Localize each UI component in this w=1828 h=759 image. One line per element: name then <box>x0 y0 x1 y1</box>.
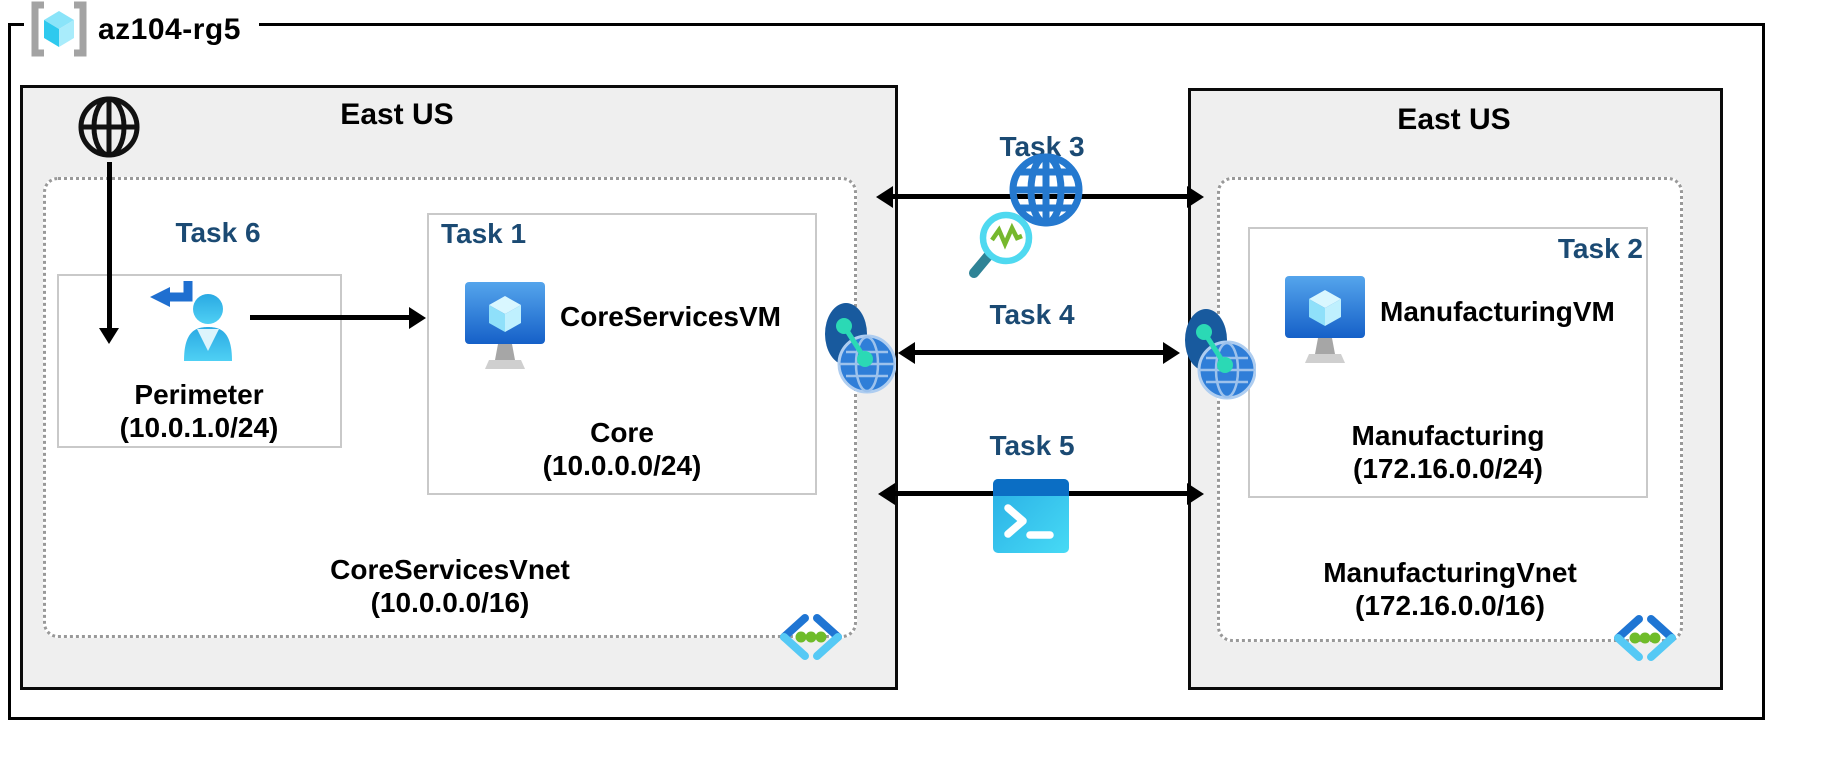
resource-group-name: az104-rg5 <box>98 13 241 46</box>
virtual-machine-icon <box>1285 276 1365 372</box>
virtual-network-icon <box>1612 612 1678 664</box>
region-name-right: East US <box>1397 103 1511 136</box>
task1-label: Task 1 <box>441 218 527 249</box>
task4-label: Task 4 <box>989 299 1075 330</box>
manufacturing-vm-name: ManufacturingVM <box>1380 296 1615 327</box>
network-watcher-icon <box>962 152 1084 280</box>
coreservices-vnet-name: CoreServicesVnet <box>330 554 570 585</box>
perimeter-subnet-name: Perimeter <box>134 379 264 410</box>
cloud-shell-icon <box>992 478 1070 554</box>
manufacturing-vnet-cidr: (172.16.0.0/16) <box>1355 590 1545 621</box>
internet-globe-icon <box>76 94 142 160</box>
arrow-task4 <box>898 341 1180 364</box>
vnet-peering-icon-left <box>824 302 897 397</box>
virtual-network-icon <box>778 611 844 663</box>
manufacturing-vnet-name: ManufacturingVnet <box>1323 557 1577 588</box>
core-subnet-name: Core <box>590 417 654 448</box>
task6-label: Task 6 <box>175 217 261 248</box>
core-subnet-cidr: (10.0.0.0/24) <box>542 450 702 481</box>
region-name-left: East US <box>340 98 454 131</box>
vnet-peering-icon-right <box>1184 308 1257 403</box>
virtual-machine-icon <box>465 282 545 378</box>
manufacturing-subnet-name: Manufacturing <box>1351 420 1545 451</box>
arrow-internet-to-perimeter <box>99 162 119 344</box>
task5-label: Task 5 <box>989 430 1075 461</box>
coreservices-vnet-cidr: (10.0.0.0/16) <box>370 587 530 618</box>
perimeter-subnet-cidr: (10.0.1.0/24) <box>119 412 279 443</box>
manufacturing-subnet-cidr: (172.16.0.0/24) <box>1353 453 1543 484</box>
sign-in-user-icon <box>148 277 240 365</box>
arrow-task3 <box>876 185 1204 208</box>
task2-label: Task 2 <box>1557 233 1643 264</box>
core-subnet-box <box>427 213 817 495</box>
core-vm-name: CoreServicesVM <box>560 301 782 332</box>
arrow-perimeter-to-corevm <box>250 306 426 329</box>
resource-group-icon <box>28 1 90 59</box>
resource-group-title: az104-rg5 <box>24 0 259 60</box>
